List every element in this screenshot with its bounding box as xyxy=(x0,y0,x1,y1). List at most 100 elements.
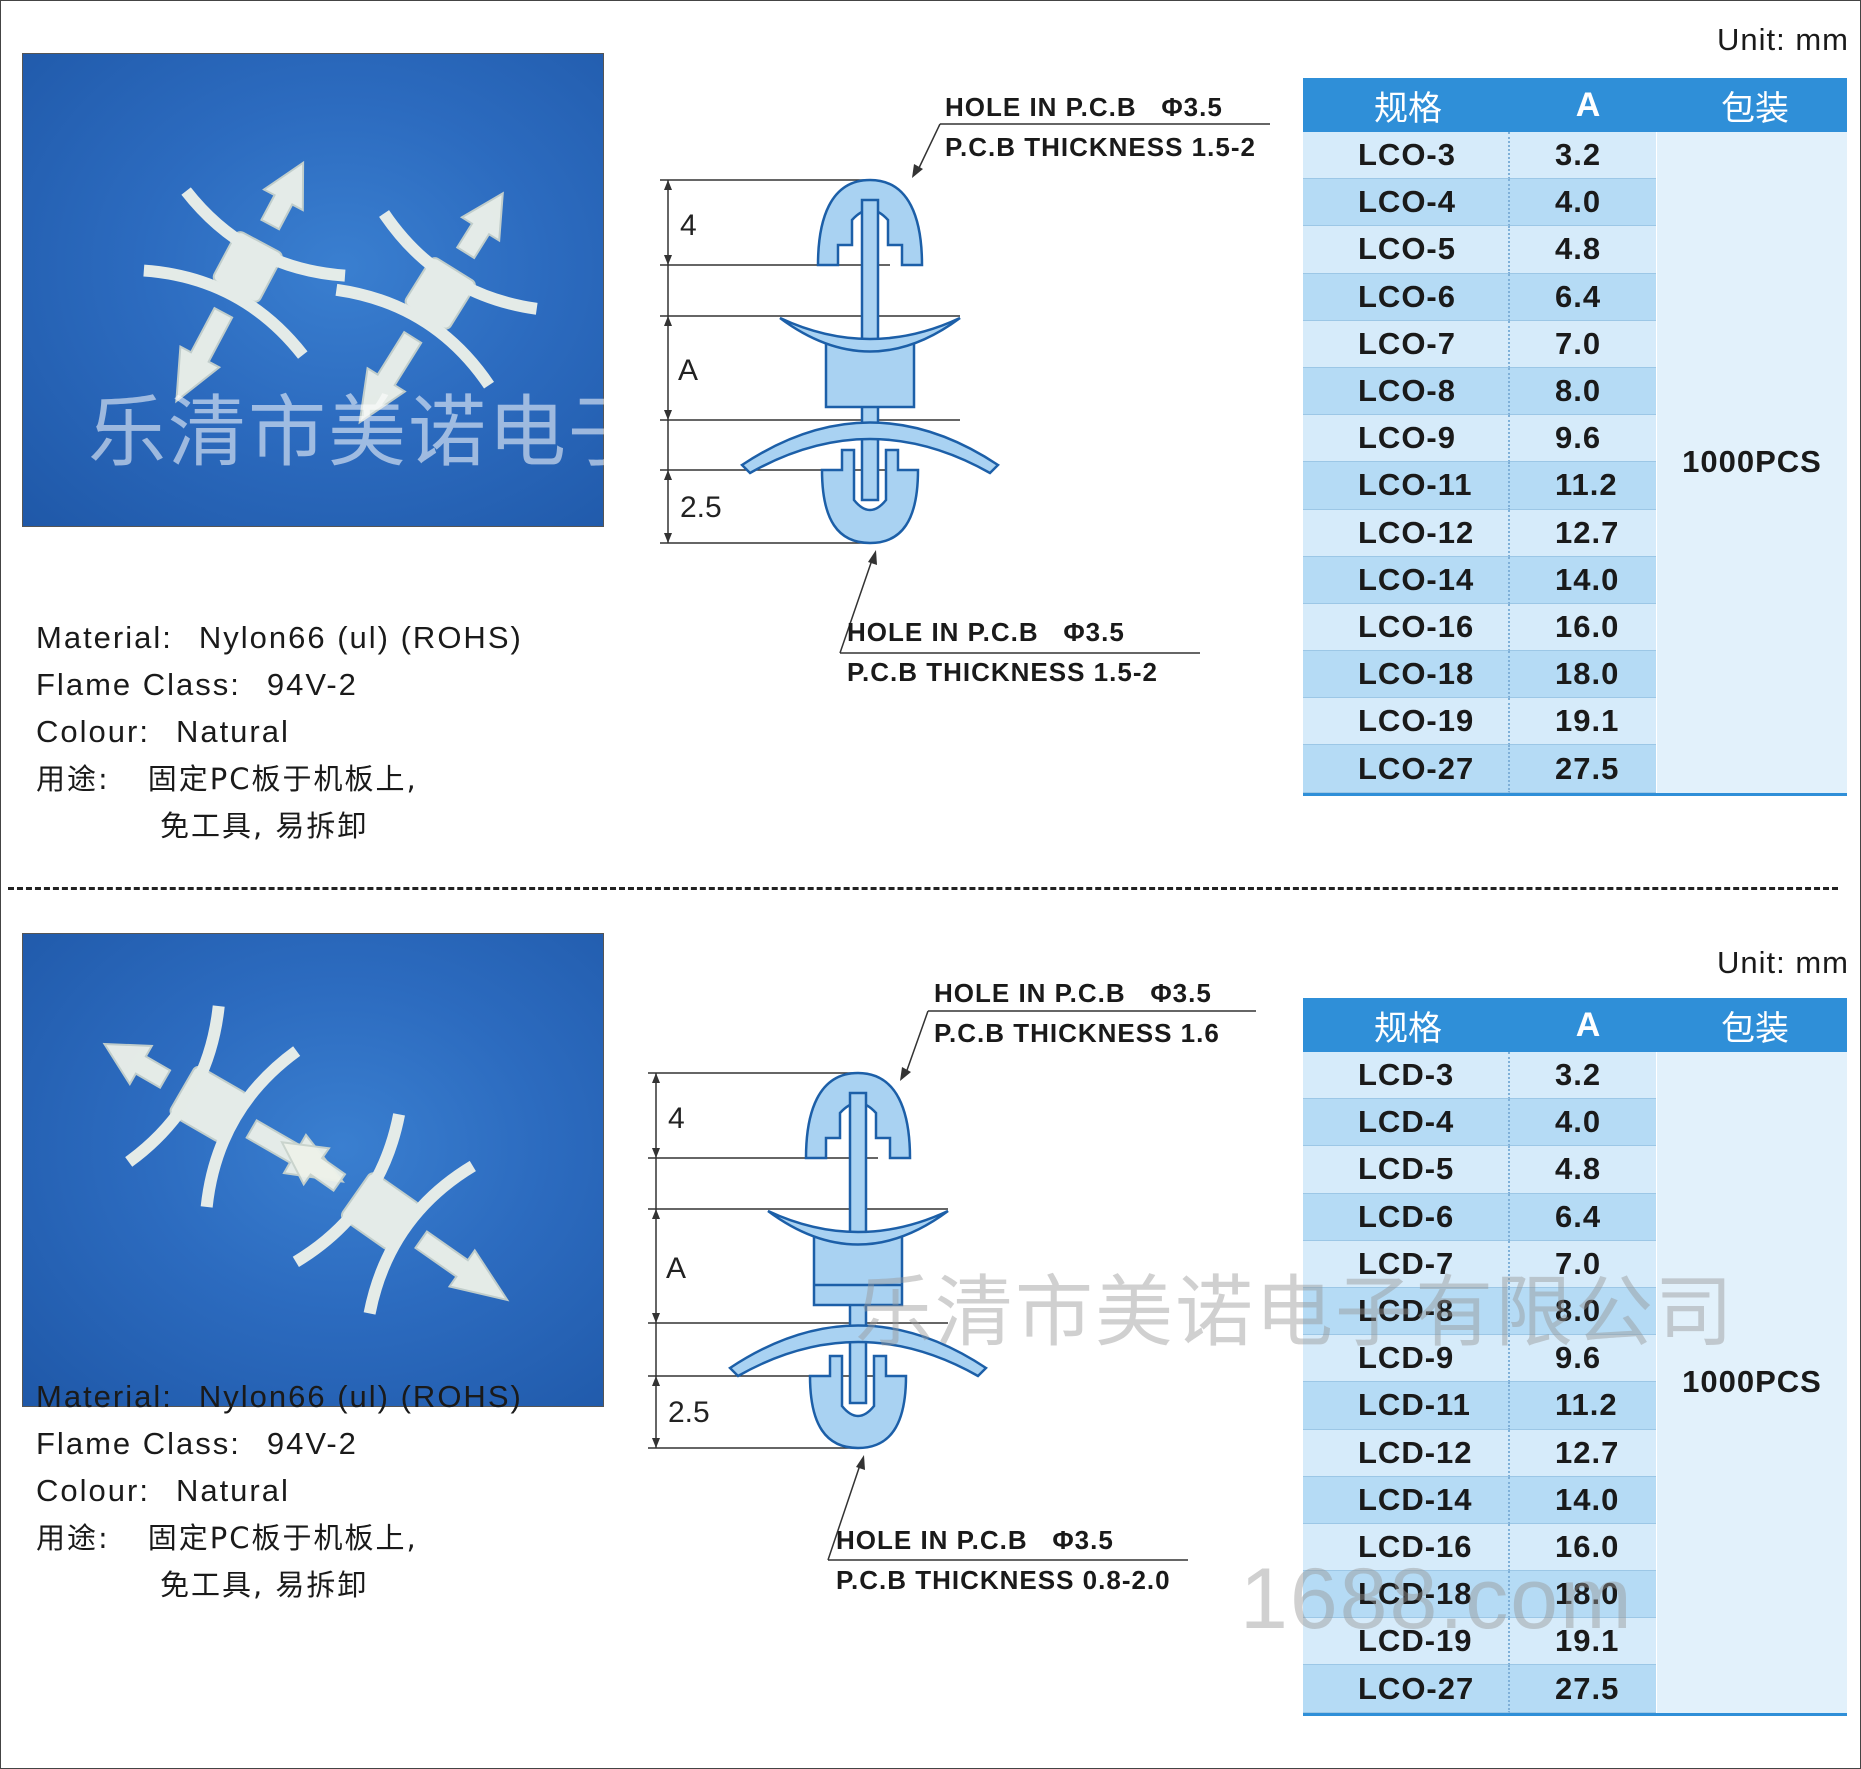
usage-label: 用途: xyxy=(36,762,110,796)
product-photo-lco xyxy=(22,53,604,527)
model-cell: LCO-4 xyxy=(1303,179,1510,227)
model-cell: LCO-5 xyxy=(1303,226,1510,274)
model-cell: LCD-18 xyxy=(1303,1571,1510,1619)
spacer-clips-illustration xyxy=(143,160,538,425)
material-label: Material: xyxy=(36,1379,173,1414)
dimension-a-cell: 4.8 xyxy=(1510,1146,1656,1194)
table-header: 规格 A 包装 xyxy=(1303,78,1847,132)
model-cell: LCD-11 xyxy=(1303,1382,1510,1430)
usage-line-2: 免工具, 易拆卸 xyxy=(160,1568,369,1602)
spacer-diagram: 4 A 2.5 xyxy=(648,1010,1256,1561)
model-cell: LCD-8 xyxy=(1303,1287,1510,1336)
flame-class-label: Flame Class: xyxy=(36,667,241,702)
usage-line-2: 免工具, 易拆卸 xyxy=(160,809,369,843)
spec-list: Material:Nylon66 (ul) (ROHS) Flame Class… xyxy=(36,614,523,850)
model-cell: LCD-14 xyxy=(1303,1476,1510,1524)
dimension-a-cell: 6.4 xyxy=(1510,273,1656,321)
model-cell: LCO-14 xyxy=(1303,556,1510,604)
top-pcb-thickness: P.C.B THICKNESS 1.6 xyxy=(934,1018,1220,1048)
dim-bottom-label: 2.5 xyxy=(668,1396,710,1429)
header-a: A xyxy=(1575,1005,1601,1044)
dimension-a-cell: 9.6 xyxy=(1510,1335,1656,1383)
header-a: A xyxy=(1575,85,1601,124)
top-hole-diameter: Φ3.5 xyxy=(1150,978,1212,1008)
bottom-hole-diameter: Φ3.5 xyxy=(1052,1525,1114,1555)
model-cell: LCO-11 xyxy=(1303,462,1510,510)
dimension-a-cell: 12.7 xyxy=(1510,509,1656,557)
material-label: Material: xyxy=(36,620,173,655)
dimension-a-cell: 16.0 xyxy=(1510,1523,1656,1572)
model-cell: LCD-9 xyxy=(1303,1335,1510,1383)
dim-a-label: A xyxy=(666,1252,686,1285)
model-cell: LCO-3 xyxy=(1303,132,1510,180)
product-photo-lcd xyxy=(22,933,604,1407)
dimension-a-cell: 19.1 xyxy=(1510,698,1656,746)
flame-class-value: 94V-2 xyxy=(266,1426,358,1461)
header-spec: 规格 xyxy=(1374,1008,1442,1049)
dimension-a-cell: 14.0 xyxy=(1510,1476,1656,1524)
dim-bottom-label: 2.5 xyxy=(680,491,722,524)
colour-value: Natural xyxy=(175,1473,290,1508)
model-cell: LCO-7 xyxy=(1303,320,1510,368)
dimension-a-cell: 12.7 xyxy=(1510,1429,1656,1477)
table-header: 规格 A 包装 xyxy=(1303,998,1847,1052)
unit-label: Unit: mm xyxy=(1717,945,1849,980)
dimension-a-cell: 8.0 xyxy=(1510,367,1656,416)
model-cell: LCO-19 xyxy=(1303,698,1510,746)
model-cell: LCD-12 xyxy=(1303,1429,1510,1477)
dimension-a-cell: 14.0 xyxy=(1510,556,1656,604)
model-cell: LCO-9 xyxy=(1303,415,1510,463)
dimension-a-cell: 4.8 xyxy=(1510,226,1656,274)
dimension-a-cell: 3.2 xyxy=(1510,132,1656,180)
material-value: Nylon66 (ul) (ROHS) xyxy=(198,1379,523,1414)
spacer-clips-illustration xyxy=(102,1005,510,1315)
packing-cell: 1000PCS xyxy=(1657,1052,1847,1713)
dimension-a-cell: 4.0 xyxy=(1510,179,1656,227)
usage-line-1: 固定PC板于机板上, xyxy=(147,1521,418,1555)
model-cell: LCO-6 xyxy=(1303,273,1510,321)
colour-label: Colour: xyxy=(36,714,150,749)
dimension-a-cell: 16.0 xyxy=(1510,603,1656,652)
header-packing: 包装 xyxy=(1721,88,1789,129)
top-hole-diameter: Φ3.5 xyxy=(1161,92,1223,122)
product-section-lcd: Material:Nylon66 (ul) (ROHS) Flame Class… xyxy=(0,880,1861,1760)
model-cell: LCD-6 xyxy=(1303,1193,1510,1241)
dimension-a-cell: 11.2 xyxy=(1510,1382,1656,1430)
dimension-a-cell: 8.0 xyxy=(1510,1287,1656,1336)
dimension-a-cell: 27.5 xyxy=(1510,745,1656,793)
colour-value: Natural xyxy=(175,714,290,749)
flame-class-value: 94V-2 xyxy=(266,667,358,702)
dimension-a-cell: 7.0 xyxy=(1510,320,1656,368)
technical-drawing-lco: 4 A 2.5 HOLE IN P.C.B Φ3.5 xyxy=(640,80,1290,740)
dimension-a-cell: 19.1 xyxy=(1510,1618,1656,1666)
product-section-lco: 乐清市美诺电子有限公司 Material:Nylon66 (ul) (ROHS)… xyxy=(0,0,1861,880)
top-hole-label: HOLE IN P.C.B xyxy=(945,92,1137,122)
dim-top-label: 4 xyxy=(680,209,697,242)
dimension-a-cell: 6.4 xyxy=(1510,1193,1656,1241)
model-cell: LCD-7 xyxy=(1303,1240,1510,1288)
model-cell: LCO-12 xyxy=(1303,509,1510,557)
dimension-a-cell: 27.5 xyxy=(1510,1665,1656,1713)
dimension-a-cell: 9.6 xyxy=(1510,415,1656,463)
usage-line-1: 固定PC板于机板上, xyxy=(147,762,418,796)
